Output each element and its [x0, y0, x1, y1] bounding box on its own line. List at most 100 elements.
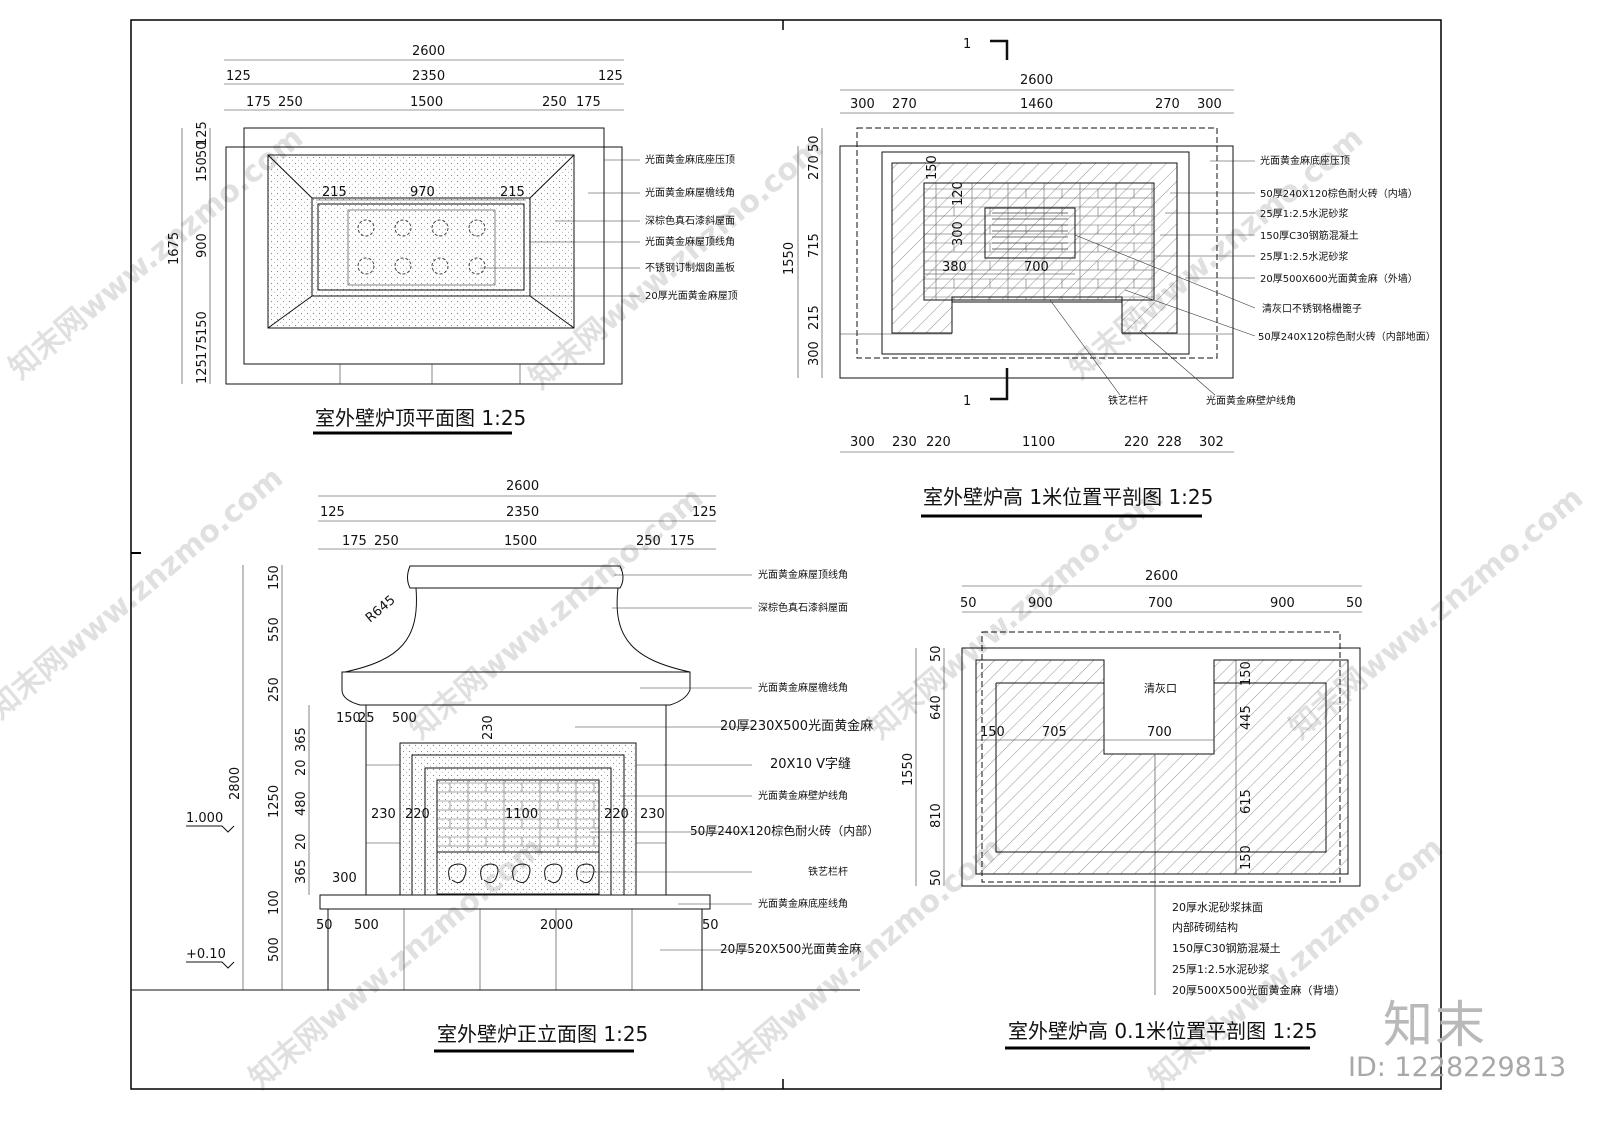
svg-text:125: 125 — [195, 359, 210, 384]
dim-label: 2600 — [412, 44, 445, 59]
svg-text:175: 175 — [670, 534, 695, 549]
svg-text:光面黄金麻底座压顶: 光面黄金麻底座压顶 — [1260, 154, 1350, 167]
dim-label: 970 — [410, 185, 435, 200]
dim-label: 215 — [322, 185, 347, 200]
svg-text:光面黄金麻底座线角: 光面黄金麻底座线角 — [758, 897, 848, 910]
svg-text:125: 125 — [320, 505, 345, 520]
svg-text:2000: 2000 — [540, 918, 573, 933]
svg-text:知末网www.znzmo.com: 知末网www.znzmo.com — [703, 830, 1010, 1096]
svg-text:365: 365 — [294, 859, 309, 884]
section-1m-view: 1 1 2600 300 270 1460 270 300 150 120 30… — [782, 37, 1436, 518]
svg-text:220: 220 — [1124, 435, 1149, 450]
svg-text:清灰口: 清灰口 — [1144, 681, 1177, 695]
dim-label: 175 — [576, 95, 601, 110]
svg-text:25厚1:2.5水泥砂浆: 25厚1:2.5水泥砂浆 — [1172, 962, 1269, 976]
svg-text:25: 25 — [358, 711, 375, 726]
elevation-title: 室外壁炉正立面图 1:25 — [437, 1022, 648, 1046]
svg-text:1550: 1550 — [782, 242, 797, 275]
svg-text:1460: 1460 — [1020, 97, 1053, 112]
svg-text:50: 50 — [929, 869, 944, 886]
svg-text:铁艺栏杆: 铁艺栏杆 — [1108, 394, 1148, 407]
svg-text:2800: 2800 — [228, 767, 243, 800]
svg-text:270: 270 — [892, 97, 917, 112]
svg-text:150: 150 — [925, 155, 940, 180]
svg-text:250: 250 — [267, 677, 282, 702]
svg-text:50厚240X120棕色耐火砖（内墙）: 50厚240X120棕色耐火砖（内墙） — [1260, 187, 1418, 200]
svg-text:230: 230 — [481, 715, 496, 740]
dim-label: 125 — [226, 69, 251, 84]
note-label: 20厚光面黄金麻屋顶 — [645, 289, 738, 302]
svg-text:光面黄金麻壁炉线角: 光面黄金麻壁炉线角 — [758, 789, 848, 802]
svg-text:445: 445 — [1239, 705, 1254, 730]
svg-text:900: 900 — [195, 233, 210, 258]
svg-text:250: 250 — [636, 534, 661, 549]
svg-text:270: 270 — [807, 155, 822, 180]
svg-text:2600: 2600 — [506, 479, 539, 494]
svg-text:1550: 1550 — [901, 753, 916, 786]
svg-text:705: 705 — [1042, 725, 1067, 740]
svg-text:100: 100 — [267, 890, 282, 915]
svg-text:380: 380 — [942, 260, 967, 275]
svg-text:20: 20 — [294, 759, 309, 776]
svg-text:150: 150 — [980, 725, 1005, 740]
svg-text:125: 125 — [195, 121, 210, 146]
svg-text:500: 500 — [392, 711, 417, 726]
svg-text:150: 150 — [267, 565, 282, 590]
svg-text:215: 215 — [807, 305, 822, 330]
svg-text:550: 550 — [267, 617, 282, 642]
svg-text:700: 700 — [1147, 725, 1172, 740]
svg-text:深棕色真石漆斜屋面: 深棕色真石漆斜屋面 — [758, 601, 848, 614]
svg-text:20厚230X500光面黄金麻: 20厚230X500光面黄金麻 — [720, 718, 873, 734]
svg-text:50: 50 — [702, 918, 719, 933]
svg-text:900: 900 — [1028, 596, 1053, 611]
front-elevation-view: 2600 125 2350 125 175 250 1500 250 175 — [131, 479, 879, 1053]
svg-text:228: 228 — [1157, 435, 1182, 450]
svg-text:810: 810 — [929, 803, 944, 828]
svg-text:内部砖砌结构: 内部砖砌结构 — [1172, 920, 1238, 934]
svg-text:500: 500 — [354, 918, 379, 933]
svg-text:270: 270 — [1155, 97, 1180, 112]
svg-text:220: 220 — [604, 807, 629, 822]
dim-label: 250 — [542, 95, 567, 110]
svg-text:125: 125 — [692, 505, 717, 520]
svg-text:+0.10: +0.10 — [186, 947, 226, 962]
svg-text:615: 615 — [1239, 789, 1254, 814]
image-id-label: ID: 1228229813 — [1348, 1052, 1567, 1083]
dim-label: 175 — [246, 95, 271, 110]
svg-text:25厚1:2.5水泥砂浆: 25厚1:2.5水泥砂浆 — [1260, 207, 1348, 220]
note-label: 深棕色真石漆斜屋面 — [645, 214, 735, 227]
svg-text:1.000: 1.000 — [186, 811, 223, 826]
dim-label: 125 — [598, 69, 623, 84]
svg-text:清灰口不锈钢格栅篦子: 清灰口不锈钢格栅篦子 — [1262, 302, 1362, 315]
svg-text:640: 640 — [929, 695, 944, 720]
svg-text:50: 50 — [316, 918, 333, 933]
svg-text:1: 1 — [963, 37, 971, 52]
svg-text:230: 230 — [892, 435, 917, 450]
svg-text:175: 175 — [342, 534, 367, 549]
svg-text:20厚500X600光面黄金麻（外墙）: 20厚500X600光面黄金麻（外墙） — [1260, 272, 1418, 285]
svg-text:知末网www.znzmo.com: 知末网www.znzmo.com — [3, 120, 310, 386]
svg-text:480: 480 — [294, 791, 309, 816]
svg-text:300: 300 — [1197, 97, 1222, 112]
svg-text:50厚240X120棕色耐火砖（内部地面）: 50厚240X120棕色耐火砖（内部地面） — [1258, 330, 1436, 343]
svg-text:50: 50 — [807, 135, 822, 152]
svg-text:20X10 V字缝: 20X10 V字缝 — [770, 757, 851, 772]
svg-text:120: 120 — [951, 181, 966, 206]
svg-text:220: 220 — [926, 435, 951, 450]
svg-text:150: 150 — [1239, 661, 1254, 686]
section-01m-view: 2600 50 900 700 900 50 清灰口 150 705 700 1… — [901, 569, 1363, 1050]
svg-text:302: 302 — [1199, 435, 1224, 450]
svg-text:2600: 2600 — [1020, 73, 1053, 88]
svg-text:150: 150 — [1239, 845, 1254, 870]
svg-text:300: 300 — [850, 97, 875, 112]
svg-text:150: 150 — [336, 711, 361, 726]
svg-text:20厚水泥砂浆抹面: 20厚水泥砂浆抹面 — [1172, 900, 1263, 914]
svg-text:175: 175 — [195, 335, 210, 360]
svg-text:光面黄金麻壁炉线角: 光面黄金麻壁炉线角 — [1206, 394, 1296, 407]
note-label: 光面黄金麻底座压顶 — [645, 153, 735, 166]
svg-text:230: 230 — [640, 807, 665, 822]
svg-text:光面黄金麻屋顶线角: 光面黄金麻屋顶线角 — [758, 568, 848, 581]
dim-label: 250 — [278, 95, 303, 110]
svg-text:50: 50 — [960, 596, 977, 611]
